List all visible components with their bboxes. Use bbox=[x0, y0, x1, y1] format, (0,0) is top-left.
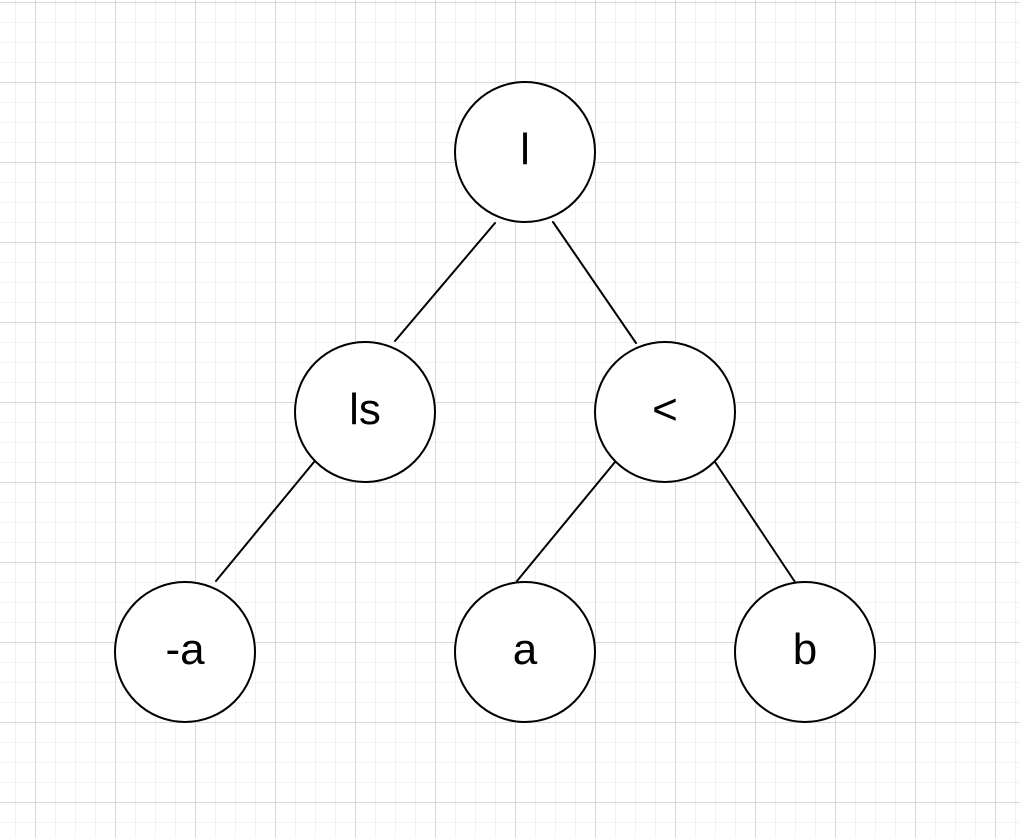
node-circle bbox=[114, 581, 256, 723]
tree-node-less-than[interactable]: < bbox=[594, 341, 736, 483]
node-label: < bbox=[652, 385, 678, 434]
tree-edge-less-than-a[interactable] bbox=[516, 461, 616, 582]
tree-node-a[interactable]: a bbox=[454, 581, 596, 723]
node-label: a bbox=[513, 625, 538, 674]
node-label: ls bbox=[349, 385, 381, 434]
edges-layer bbox=[215, 221, 796, 583]
tree-node-ls[interactable]: ls bbox=[294, 341, 436, 483]
tree-edge-root-less-than[interactable] bbox=[552, 221, 637, 344]
nodes-layer: l ls < -a a b bbox=[114, 81, 876, 723]
tree-edge-root-ls[interactable] bbox=[394, 222, 496, 342]
node-circle bbox=[594, 341, 736, 483]
node-circle bbox=[454, 81, 596, 223]
node-circle bbox=[734, 581, 876, 723]
tree-edge-less-than-b[interactable] bbox=[714, 461, 796, 583]
node-circle bbox=[454, 581, 596, 723]
node-label: -a bbox=[165, 625, 205, 674]
node-label: b bbox=[793, 625, 817, 674]
node-circle bbox=[294, 341, 436, 483]
tree-node-b[interactable]: b bbox=[734, 581, 876, 723]
tree-node-root[interactable]: l bbox=[454, 81, 596, 223]
node-label: l bbox=[520, 125, 530, 174]
tree-node-minus-a[interactable]: -a bbox=[114, 581, 256, 723]
tree-edge-ls-minus-a[interactable] bbox=[215, 461, 315, 582]
